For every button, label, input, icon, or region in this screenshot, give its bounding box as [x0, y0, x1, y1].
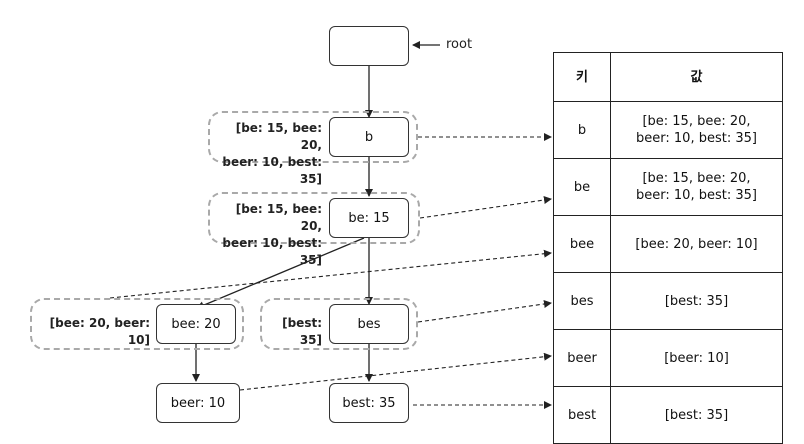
- row-key: bes: [553, 272, 611, 330]
- row-key: bee: [553, 215, 611, 273]
- table-row: beer [beer: 10]: [553, 329, 783, 387]
- cache-table: 키 값 b [be: 15, bee: 20, beer: 10, best: …: [553, 52, 783, 444]
- map-be: [419, 196, 552, 219]
- row-value: [be: 15, bee: 20, beer: 10, best: 35]: [610, 158, 783, 216]
- cache-label-b: [be: 15, bee: 20, beer: 10, best: 35]: [222, 121, 322, 186]
- node-b: b: [329, 117, 409, 157]
- node-best: best: 35: [329, 383, 409, 423]
- row-key: best: [553, 386, 611, 444]
- table-row: best [best: 35]: [553, 386, 783, 444]
- cache-group-be: [208, 192, 420, 244]
- map-bee: [109, 249, 552, 299]
- row-value: [best: 35]: [610, 386, 783, 444]
- table-row: b [be: 15, bee: 20, beer: 10, best: 35]: [553, 101, 783, 159]
- table-row: bes [best: 35]: [553, 272, 783, 330]
- header-value: 값: [610, 52, 783, 102]
- cache-label-bes: [best: 35]: [282, 316, 322, 347]
- cache-group-bee: [30, 298, 244, 350]
- header-key: 키: [553, 52, 611, 102]
- row-key: be: [553, 158, 611, 216]
- node-bes: bes: [329, 304, 409, 344]
- node-beer: beer: 10: [156, 383, 240, 423]
- node-root: [329, 26, 409, 66]
- node-bee: bee: 20: [156, 304, 236, 344]
- node-be: be: 15: [329, 198, 409, 238]
- cache-group-b: [208, 111, 418, 163]
- table-row: bee [bee: 20, beer: 10]: [553, 215, 783, 273]
- row-value: [be: 15, bee: 20, beer: 10, best: 35]: [610, 101, 783, 159]
- row-key: beer: [553, 329, 611, 387]
- cache-label-be: [be: 15, bee: 20, beer: 10, best: 35]: [222, 202, 322, 267]
- table-row: be [be: 15, bee: 20, beer: 10, best: 35]: [553, 158, 783, 216]
- cache-label-bee: [bee: 20, beer: 10]: [49, 316, 150, 347]
- row-value: [best: 35]: [610, 272, 783, 330]
- row-value: [bee: 20, beer: 10]: [610, 215, 783, 273]
- row-value: [beer: 10]: [610, 329, 783, 387]
- cache-group-bes: [260, 298, 418, 350]
- map-bes: [417, 300, 552, 323]
- edge-be-bee: [196, 237, 365, 309]
- root-label: root: [446, 37, 473, 52]
- table-header-row: 키 값: [553, 52, 783, 102]
- map-beer: [239, 352, 552, 391]
- row-key: b: [553, 101, 611, 159]
